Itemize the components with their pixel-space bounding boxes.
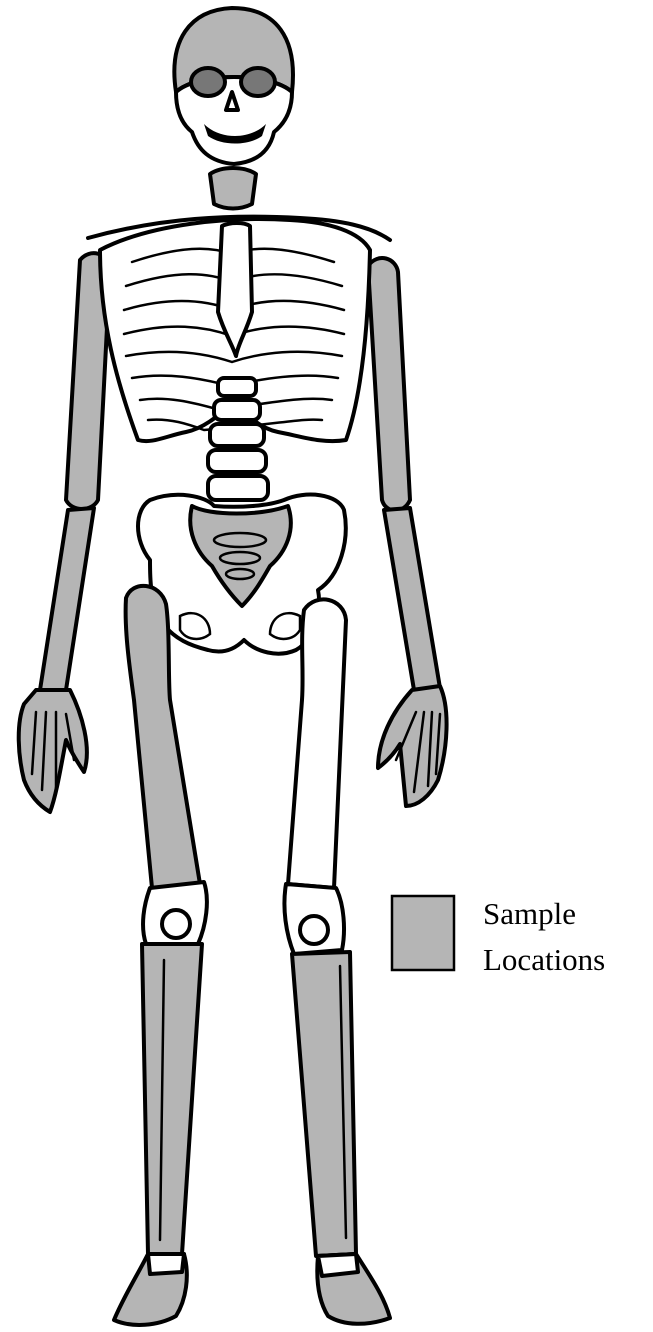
legend-swatch — [392, 896, 454, 970]
radius-ulna-left — [40, 508, 94, 690]
patella-right — [300, 916, 328, 944]
hand-right — [378, 686, 447, 806]
eye-socket-right — [241, 68, 275, 96]
eye-socket-left — [191, 68, 225, 96]
ankle-right — [318, 1254, 358, 1276]
tibia-fibula-left — [142, 944, 202, 1254]
ankle-left — [148, 1254, 184, 1274]
humerus-right — [368, 258, 410, 510]
cervical-spine — [210, 168, 256, 209]
hand-left — [19, 690, 87, 812]
radius-ulna-right — [384, 508, 440, 690]
legend-label-line2: Locations — [483, 942, 605, 977]
skull — [174, 8, 293, 164]
legend-label-line1: Sample — [483, 896, 576, 931]
legend: Sample Locations — [392, 896, 605, 977]
patella-left — [162, 910, 190, 938]
